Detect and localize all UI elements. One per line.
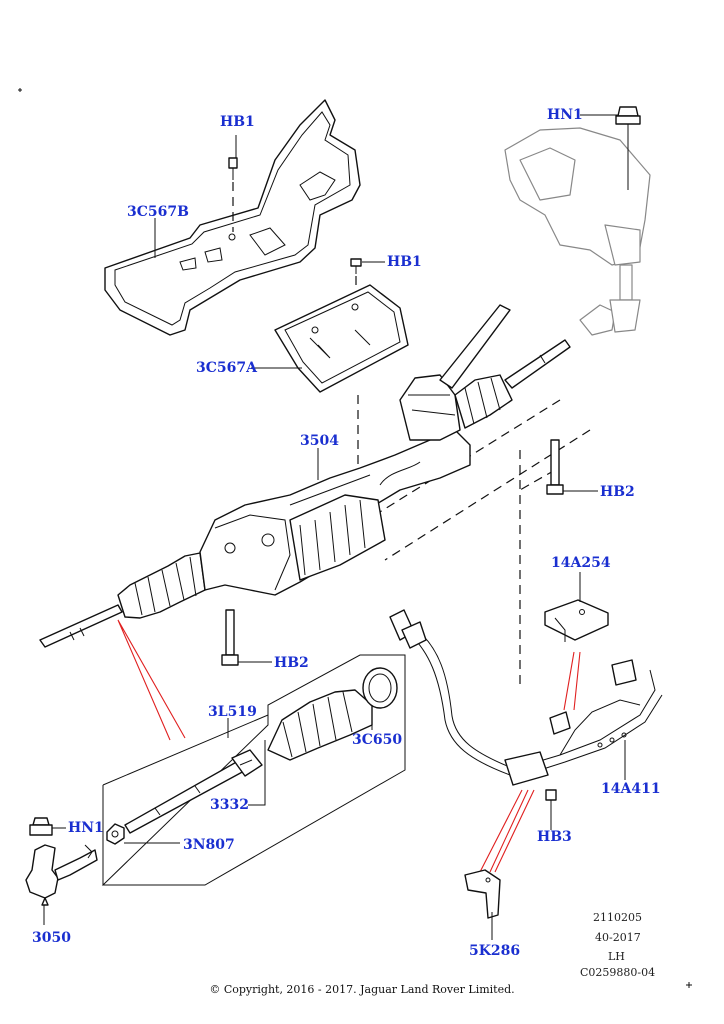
label-hn1-lower: HN1 xyxy=(68,820,104,836)
wiring-harness-14a411 xyxy=(389,609,663,786)
label-3c567a: 3C567A xyxy=(196,360,257,376)
locknut-3n807 xyxy=(106,823,125,845)
label-hb1-upper: HB1 xyxy=(220,114,255,130)
bolt-hb1-middle xyxy=(350,258,362,274)
steering-knuckle-ghost xyxy=(504,127,651,336)
bolt-hb1-upper xyxy=(228,157,238,180)
steering-rack xyxy=(39,304,571,648)
diagram-date: 40-2017 xyxy=(595,931,641,944)
label-3l519: 3L519 xyxy=(208,704,257,720)
label-3n807: 3N807 xyxy=(183,837,235,853)
kit-box-3l519 xyxy=(101,654,406,886)
bracket-5k286 xyxy=(464,869,501,919)
nut-hn1-lower xyxy=(29,817,53,836)
inner-tie-rod xyxy=(124,749,263,834)
nut-hn1-upper xyxy=(615,106,641,190)
label-3332: 3332 xyxy=(210,797,249,813)
heat-shield-lower xyxy=(274,284,409,393)
bolt-hb3 xyxy=(545,789,557,822)
tie-rod-end-3050 xyxy=(25,844,98,906)
bracket-14a254 xyxy=(544,599,609,642)
label-3504: 3504 xyxy=(300,433,339,449)
label-5k286: 5K286 xyxy=(469,943,521,959)
label-hb3: HB3 xyxy=(537,829,572,845)
label-hn1-upper: HN1 xyxy=(547,107,583,123)
copyright-notice: © Copyright, 2016 - 2017. Jaguar Land Ro… xyxy=(209,983,515,996)
diagram-code: 2110205 xyxy=(593,911,642,924)
bolt-hb2-left xyxy=(221,609,239,666)
boot-clip-3c650 xyxy=(362,667,398,709)
label-hb1-middle: HB1 xyxy=(387,254,422,270)
label-14a254: 14A254 xyxy=(551,555,611,571)
label-3c650: 3C650 xyxy=(352,732,403,748)
diagram-side: LH xyxy=(608,950,625,963)
label-3050: 3050 xyxy=(32,930,71,946)
steering-boot xyxy=(267,689,373,761)
diagram-reference: C0259880-04 xyxy=(580,966,656,979)
corner-mark-top-left xyxy=(18,88,22,92)
corner-mark-bottom-right xyxy=(686,982,692,988)
label-14a411: 14A411 xyxy=(601,781,661,797)
label-hb2-right: HB2 xyxy=(600,484,635,500)
bolt-hb2-right xyxy=(546,439,564,495)
label-3c567b: 3C567B xyxy=(127,204,189,220)
label-hb2-left: HB2 xyxy=(274,655,309,671)
